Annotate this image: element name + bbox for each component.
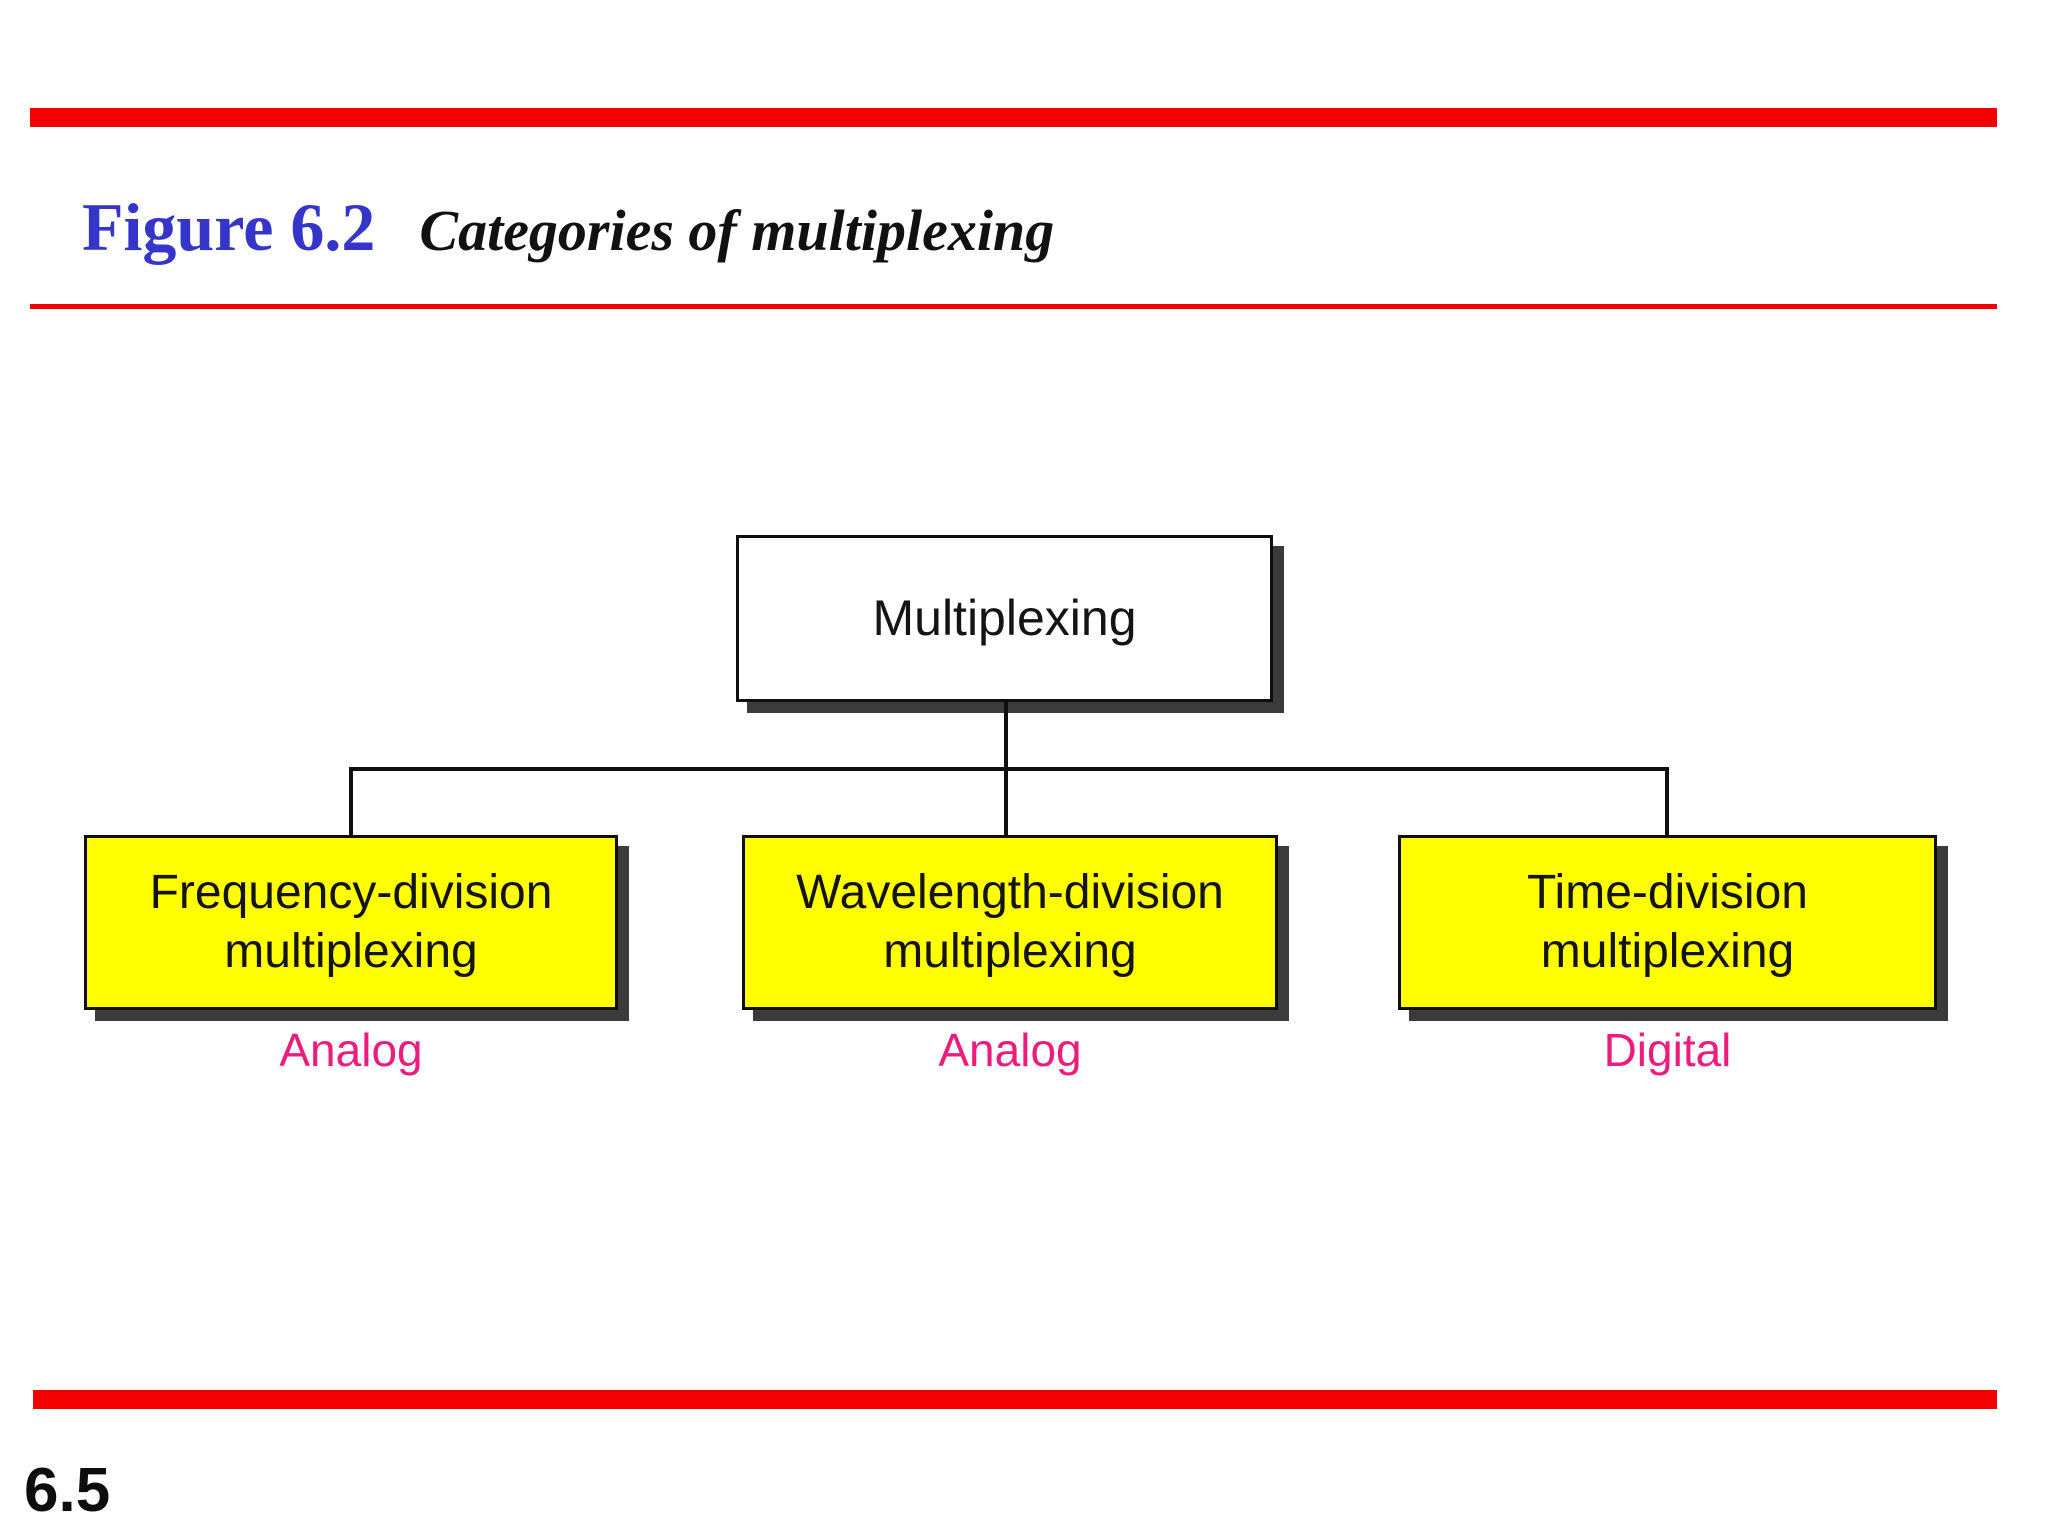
connector-drop-tdm — [1665, 767, 1669, 835]
connector-drop-wdm — [1004, 767, 1008, 835]
figure-label: Figure 6.2 — [82, 189, 376, 265]
category-label-fdm: Analog — [279, 1024, 423, 1076]
node-wavelength-division: Wavelength-division multiplexing — [742, 835, 1278, 1010]
node-frequency-division: Frequency-division multiplexing — [84, 835, 618, 1010]
top-red-bar — [30, 108, 1997, 127]
node-multiplexing-label: Multiplexing — [872, 590, 1137, 646]
page-number: 6.5 — [24, 1456, 111, 1525]
node-frequency-division-line2: multiplexing — [224, 924, 478, 978]
bottom-red-bar — [33, 1390, 1997, 1409]
node-time-division: Time-division multiplexing — [1398, 835, 1937, 1010]
figure-title-row: Figure 6.2 Categories of multiplexing — [82, 193, 1054, 261]
title-underline-rule — [30, 304, 1997, 309]
category-label-wdm: Analog — [938, 1024, 1082, 1076]
connector-drop-fdm — [349, 767, 353, 835]
node-time-division-line2: multiplexing — [1540, 924, 1795, 978]
node-wavelength-division-line2: multiplexing — [883, 924, 1137, 978]
connector-horizontal — [349, 767, 1669, 771]
category-label-tdm: Digital — [1603, 1024, 1732, 1076]
figure-caption: Categories of multiplexing — [419, 198, 1055, 263]
node-wavelength-division-line1: Wavelength-division — [796, 865, 1224, 919]
node-time-division-line1: Time-division — [1527, 865, 1808, 919]
node-multiplexing: Multiplexing — [736, 535, 1273, 702]
connector-root-stem — [1004, 700, 1008, 767]
node-frequency-division-line1: Frequency-division — [149, 865, 553, 919]
